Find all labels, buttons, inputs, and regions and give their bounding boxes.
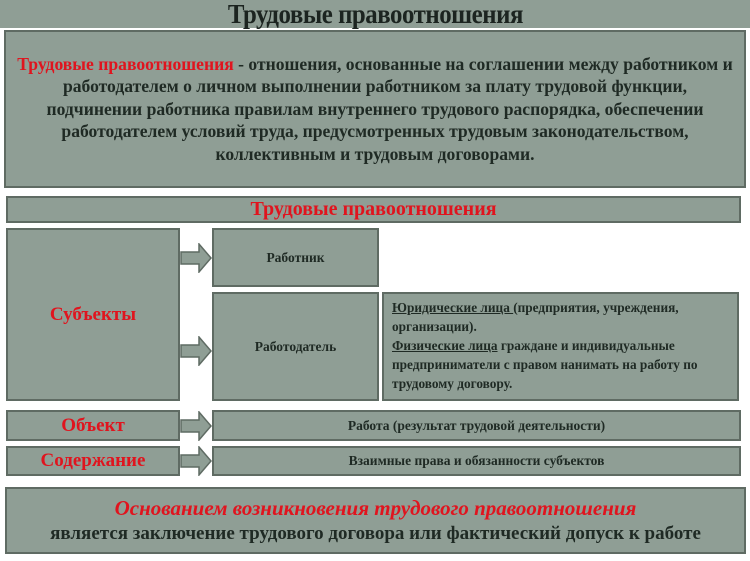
employer-details-box: Юридические лица (предприятия, учреждени… — [382, 292, 739, 401]
object-label-box: Объект — [6, 410, 180, 441]
definition-body: - отношения, основанные на соглашении ме… — [46, 53, 733, 164]
object-value: Работа (результат трудовой деятельности) — [347, 417, 606, 433]
individuals-text: граждане и индивидуальные предпринимател… — [392, 338, 698, 391]
arrow-right-icon — [180, 243, 212, 273]
legal-entities-term: Юридические лица — [392, 300, 514, 315]
employer-label: Работодатель — [254, 338, 337, 354]
worker-label: Работник — [266, 249, 325, 265]
definition-term: Трудовые правоотношения — [17, 53, 234, 74]
section-header-text: Трудовые правоотношения — [250, 198, 497, 220]
subjects-box: Субъекты — [6, 228, 180, 401]
basis-box: Основанием возникновения трудового право… — [5, 487, 746, 554]
section-header: Трудовые правоотношения — [6, 196, 741, 223]
definition-text: Трудовые правоотношения - отношения, осн… — [16, 53, 734, 166]
content-value: Взаимные права и обязанности субъектов — [348, 453, 605, 468]
page-title-bar: Трудовые правоотношения — [0, 0, 750, 29]
content-value-box: Взаимные права и обязанности субъектов — [212, 446, 741, 476]
worker-box: Работник — [212, 228, 379, 287]
content-label: Содержание — [40, 450, 146, 471]
basis-heading: Основанием возникновения трудового право… — [114, 495, 637, 520]
individuals-term: Физические лица — [392, 338, 498, 353]
object-label: Объект — [61, 414, 125, 436]
arrow-right-icon — [180, 336, 212, 366]
basis-text: является заключение трудового договора и… — [50, 522, 701, 544]
employer-details-text: Юридические лица (предприятия, учреждени… — [392, 298, 729, 393]
page-title: Трудовые правоотношения — [227, 0, 523, 29]
arrow-right-icon — [180, 446, 212, 476]
employer-box: Работодатель — [212, 292, 379, 401]
content-label-box: Содержание — [6, 446, 180, 476]
arrow-right-icon — [180, 411, 212, 441]
definition-box: Трудовые правоотношения - отношения, осн… — [4, 30, 746, 188]
object-value-box: Работа (результат трудовой деятельности) — [212, 410, 741, 441]
subjects-label: Субъекты — [49, 303, 137, 325]
legal-entities-text: (предприятия, учреждения, организации). — [392, 300, 679, 334]
